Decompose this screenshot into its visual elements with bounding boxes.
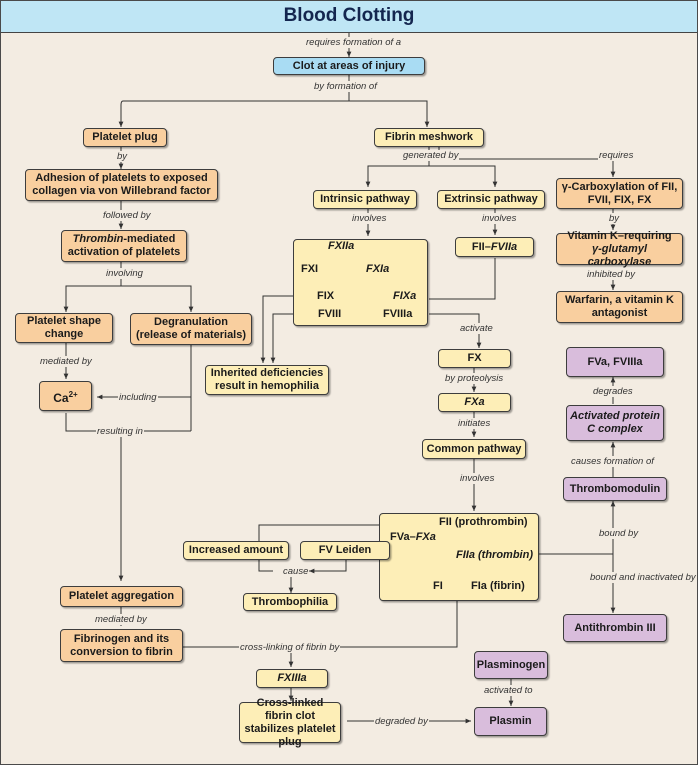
fva-fxa-text: FVa–FXa <box>390 531 436 544</box>
gamma-carboxylation-box: γ-Carboxylation of FII, FVII, FIX, FX <box>556 178 683 209</box>
common-pathway-box: Common pathway <box>422 439 526 459</box>
shape-change-box: Platelet shape change <box>15 313 113 343</box>
label-resulting-in: resulting in <box>96 426 144 437</box>
degranulation-box: Degranulation (release of materials) <box>130 313 252 345</box>
fiia-close: ) <box>529 549 534 561</box>
label-mediated-by-1: mediated by <box>39 356 93 367</box>
label-requires: requires <box>598 150 635 161</box>
vitamin-k-text: Vitamin K–requiring <box>567 229 672 242</box>
thrombophilia-box: Thrombophilia <box>243 593 337 611</box>
inherited-deficiencies-box: Inherited deficiencies result in hemophi… <box>205 365 329 395</box>
label-degrades: degrades <box>592 386 634 397</box>
carboxylase-text: γ-glutamyl carboxylase <box>587 242 652 268</box>
plasmin-box: Plasmin <box>474 707 547 736</box>
crosslinked-clot-box: Cross-linked fibrin clot stabilizes plat… <box>239 697 341 748</box>
label-requires-formation: requires formation of a <box>305 37 403 48</box>
label-activate: activate <box>459 323 494 334</box>
fviiia-text: FVIIIa <box>383 308 413 320</box>
label-followed-by: followed by <box>102 210 152 221</box>
common-panel <box>379 513 539 601</box>
label-by-2: by <box>608 213 621 224</box>
label-causes-formation: causes formation of <box>570 456 655 467</box>
label-crosslinking: cross-linking of fibrin by <box>239 642 341 653</box>
fii-fviia-box: FII–FVIIa <box>455 237 534 257</box>
label-including: including <box>118 392 158 403</box>
calcium-box: Ca2+ <box>39 381 92 411</box>
adhesion-box: Adhesion of platelets to exposed collage… <box>25 169 218 201</box>
fixa-text: FIXa <box>393 290 417 302</box>
label-involves-1: involves <box>351 213 388 224</box>
fva-part: FVa– <box>390 531 416 543</box>
extrinsic-pathway-box: Extrinsic pathway <box>437 190 545 209</box>
fii-text: FII– <box>471 240 491 253</box>
label-involving: involving <box>105 268 144 279</box>
intrinsic-pathway-box: Intrinsic pathway <box>313 190 417 209</box>
title-bar: Blood Clotting <box>1 1 697 33</box>
label-inhibited-by: inhibited by <box>586 269 637 280</box>
label-mediated-by-2: mediated by <box>94 614 148 625</box>
fiia-thrombin-text: FIIa (thrombin) <box>456 549 533 562</box>
increased-amount-box: Increased amount <box>183 541 289 560</box>
label-involves-3: involves <box>459 473 496 484</box>
fviii-text: FVIII <box>318 308 342 320</box>
clot-at-injury-box: Clot at areas of injury <box>273 57 425 75</box>
label-degraded-by: degraded by <box>374 716 429 727</box>
fxia-text: FXIa <box>366 263 390 275</box>
fxiia-text: FXIIa <box>328 240 355 252</box>
fia-fibrin-text: FIa (fibrin) <box>471 580 525 592</box>
antithrombin-box: Antithrombin III <box>563 614 667 642</box>
fx-box: FX <box>438 349 511 368</box>
label-by-formation-of: by formation of <box>313 81 378 92</box>
fv-leiden-box: FV Leiden <box>300 541 390 560</box>
platelet-plug-box: Platelet plug <box>83 128 167 147</box>
fxi-text: FXI <box>301 263 319 275</box>
activated-protein-c-box: Activated protein C complex <box>566 405 664 441</box>
label-bound-and-inactivated: bound and inactivated by <box>589 572 697 583</box>
label-bound-by: bound by <box>598 528 640 539</box>
thrombin-part: thrombin <box>481 549 530 561</box>
fibrin-meshwork-box: Fibrin meshwork <box>374 128 484 147</box>
label-initiates: initiates <box>457 418 492 429</box>
fibrinogen-box: Fibrinogen and its conversion to fibrin <box>60 629 183 662</box>
fi-text: FI <box>433 580 443 592</box>
fxiiia-box: FXIIIa <box>256 669 328 688</box>
label-cause: cause <box>282 566 310 577</box>
calcium-charge: 2+ <box>68 389 78 399</box>
fix-text: FIX <box>317 290 335 302</box>
fviia-text: FVIIa <box>490 240 518 253</box>
thrombin-activation-rest: -mediated activation of platelets <box>67 233 181 258</box>
thrombin-activation-box: Thrombin-mediated activation of platelet… <box>61 230 187 262</box>
label-generated-by: generated by <box>402 150 460 161</box>
fiia-part: FIIa ( <box>456 549 482 561</box>
label-by: by <box>116 151 129 162</box>
diagram-title: Blood Clotting <box>283 5 415 26</box>
thrombomodulin-box: Thrombomodulin <box>563 477 667 501</box>
label-involves-2: involves <box>481 213 518 224</box>
warfarin-box: Warfarin, a vitamin K antagonist <box>556 291 683 323</box>
thrombin-word: Thrombin <box>72 233 124 245</box>
fva-fviiia-box: FVa, FVIIIa <box>566 347 664 377</box>
label-by-proteolysis: by proteolysis <box>444 373 505 384</box>
fii-prothrombin-text: FII (prothrombin) <box>439 516 528 528</box>
fxa-box: FXa <box>438 393 511 412</box>
platelet-aggregation-box: Platelet aggregation <box>60 586 183 607</box>
intrinsic-panel <box>293 239 428 326</box>
calcium-symbol: Ca <box>53 390 69 405</box>
plasminogen-box: Plasminogen <box>474 651 548 679</box>
label-activated-to: activated to <box>483 685 534 696</box>
fxa-part: FXa <box>415 531 436 543</box>
